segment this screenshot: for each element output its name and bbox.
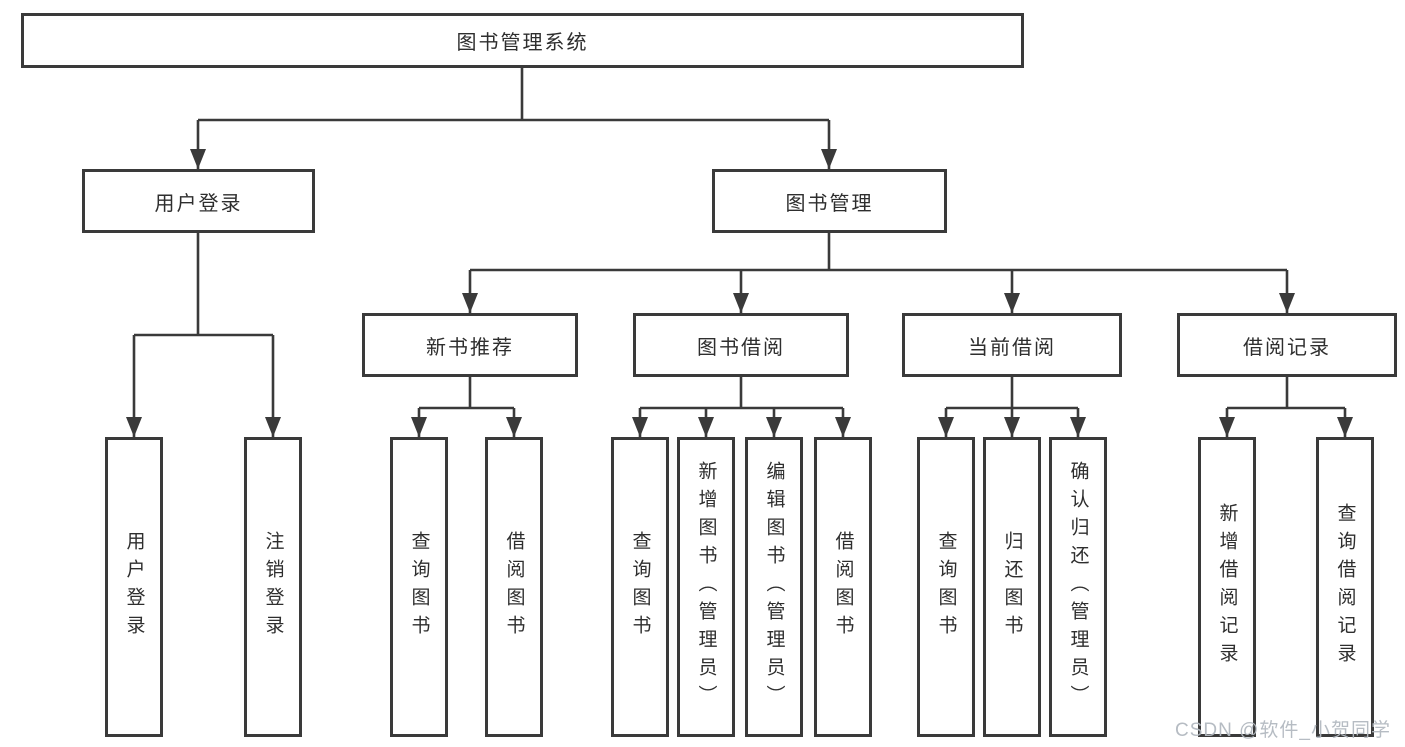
leaf-add-borrow-record: 新增借阅记录 [1198,437,1256,737]
node-label: 注销登录 [262,531,284,643]
node-new-book-recommend: 新书推荐 [362,313,578,377]
node-book-borrowing: 图书借阅 [633,313,849,377]
connector-root-stem [198,68,829,122]
node-label: 查询借阅记录 [1334,503,1356,671]
leaf-query-borrow-record: 查询借阅记录 [1316,437,1374,737]
node-label: 借阅图书 [503,531,525,643]
node-label: 用户登录 [123,531,145,643]
node-label: 借阅图书 [832,531,854,643]
connector-bookmgmt-stem [470,233,1287,272]
connector-records-stem [1227,377,1345,410]
node-label: 借阅记录 [1243,336,1331,359]
leaf-edit-books-admin: 编辑图书（管理员） [745,437,803,737]
connector-current-stem [946,377,1078,410]
leaf-query-books-3: 查询图书 [917,437,975,737]
node-label: 确认归还（管理员） [1067,461,1089,713]
connector-userlogin-stem [134,233,273,337]
node-label: 归还图书 [1001,531,1023,643]
node-borrowing-records: 借阅记录 [1177,313,1397,377]
node-label: 新增图书（管理员） [695,461,717,713]
leaf-user-login: 用户登录 [105,437,163,737]
leaf-query-books-2: 查询图书 [611,437,669,737]
leaf-borrow-books-2: 借阅图书 [814,437,872,737]
connector-newbook-stem [419,377,514,410]
node-current-borrowing: 当前借阅 [902,313,1122,377]
node-label: 查询图书 [935,531,957,643]
csdn-watermark: CSDN @软件_小贺同学 [1175,720,1391,741]
node-label: 图书管理系统 [456,32,589,54]
leaf-logout: 注销登录 [244,437,302,737]
leaf-return-books: 归还图书 [983,437,1041,737]
node-label: 新增借阅记录 [1216,503,1238,671]
leaf-borrow-books-1: 借阅图书 [485,437,543,737]
node-label: 新书推荐 [426,336,514,359]
node-user-login: 用户登录 [82,169,315,233]
node-label: 查询图书 [408,531,430,643]
leaf-query-books-1: 查询图书 [390,437,448,737]
node-label: 图书借阅 [697,336,785,359]
node-label: 用户登录 [154,192,243,215]
node-label: 图书管理 [785,192,874,215]
node-label: 当前借阅 [968,336,1056,359]
node-book-management: 图书管理 [712,169,947,233]
leaf-add-books-admin: 新增图书（管理员） [677,437,735,737]
leaf-confirm-return-admin: 确认归还（管理员） [1049,437,1107,737]
node-label: 查询图书 [629,531,651,643]
node-library-system: 图书管理系统 [21,13,1024,68]
connector-borrow-stem [640,377,843,410]
node-label: 编辑图书（管理员） [763,461,785,713]
